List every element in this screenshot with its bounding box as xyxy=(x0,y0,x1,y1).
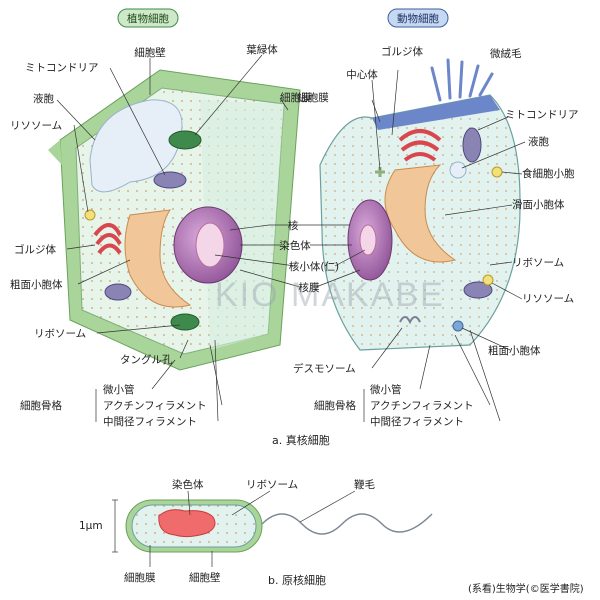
plant-cell: 植物細胞 xyxy=(48,8,301,371)
label-microvilli: 微絨毛 xyxy=(490,47,522,60)
label-prokaryote-wall: 細胞壁 xyxy=(189,571,221,584)
desmosome xyxy=(399,316,421,325)
animal-labels: ゴルジ体 微絨毛 中心体 細胞膜 ミトコンドリア 液胞 食細胞小胞 滑面小胞体 … xyxy=(293,45,579,375)
label-prokaryote-chromosome: 染色体 xyxy=(172,478,204,491)
animal-cytoskeleton: 細胞骨格 微小管 アクチンフィラメント 中間径フィラメント xyxy=(314,329,501,428)
animal-mitochondria-1 xyxy=(462,127,482,163)
plant-cell-badge-label: 植物細胞 xyxy=(127,12,169,25)
animal-mitochondria-2 xyxy=(463,281,493,299)
prokaryotic-cell xyxy=(112,490,433,567)
animal-cell-badge-label: 動物細胞 xyxy=(397,12,439,25)
caption-a: a. 真核細胞 xyxy=(272,433,330,447)
animal-top-membrane xyxy=(372,95,500,130)
plant-nucleolus xyxy=(195,222,225,268)
label-animal-cytoskeleton: 細胞骨格 xyxy=(314,399,356,412)
phagosome xyxy=(491,166,503,178)
label-animal-lysosome: リソソーム xyxy=(522,293,574,305)
label-animal-cell-membrane: 細胞膜 xyxy=(297,91,329,104)
plant-rough-er xyxy=(124,209,192,308)
label-animal-ribosome: リボソーム xyxy=(512,257,564,269)
prokaryote-chromosome xyxy=(158,509,216,538)
animal-vesicle xyxy=(452,320,464,332)
label-chromatin: 染色体 xyxy=(279,239,311,252)
label-plant-lysosome: リソソーム xyxy=(10,120,62,132)
label-cell-membrane: 細胞膜 xyxy=(280,91,312,104)
label-nucleolus: 核小体(仁) xyxy=(289,260,339,273)
label-nuclear-membrane: 核膜 xyxy=(299,281,320,294)
label-plant-actin: アクチンフィラメント xyxy=(103,400,207,412)
plant-labels: 細胞壁 葉緑体 ミトコンドリア 液胞 リソソーム 細胞膜 ゴルジ体 粗面小胞体 … xyxy=(10,43,312,366)
label-flagellum: 鞭毛 xyxy=(354,478,375,491)
label-smooth-er: 滑面小胞体 xyxy=(512,199,565,211)
label-plant-rough-er: 粗面小胞体 xyxy=(10,279,63,291)
label-prokaryote-membrane: 細胞膜 xyxy=(124,571,156,584)
label-plant-cytoskeleton: 細胞骨格 xyxy=(20,399,62,412)
plant-lysosome xyxy=(84,209,96,221)
label-plant-vacuole: 液胞 xyxy=(33,92,54,105)
watermark: KIO MAKABE xyxy=(215,276,445,314)
label-prokaryote-ribosome: リボソーム xyxy=(246,479,298,491)
label-animal-actin: アクチンフィラメント xyxy=(370,400,474,412)
leader-lines xyxy=(56,54,526,369)
animal-nucleolus xyxy=(359,224,377,256)
label-animal-intermediate: 中間径フィラメント xyxy=(370,415,464,428)
label-animal-golgi: ゴルジ体 xyxy=(381,45,423,58)
plant-mitochondria-2 xyxy=(104,283,132,301)
animal-cell-badge xyxy=(387,8,449,28)
label-animal-mitochondria: ミトコンドリア xyxy=(505,109,579,121)
label-animal-microtubule: 微小管 xyxy=(370,383,402,396)
label-centrosome: 中心体 xyxy=(346,68,378,81)
label-animal-vacuole: 液胞 xyxy=(528,135,549,148)
center-labels: 核 染色体 核小体(仁) 核膜 xyxy=(279,219,339,294)
microvilli xyxy=(430,58,494,102)
label-desmosome: デスモソーム xyxy=(293,362,356,375)
animal-er xyxy=(384,164,457,263)
animal-lysosome xyxy=(482,274,494,286)
label-nucleus: 核 xyxy=(288,219,299,232)
caption-b: b. 原核細胞 xyxy=(268,573,326,587)
animal-cell: 動物細胞 xyxy=(319,8,521,351)
flagellum xyxy=(261,513,433,535)
plant-mitochondria-1 xyxy=(153,171,187,189)
animal-golgi xyxy=(398,129,442,162)
label-plasmodesma: タングル孔 xyxy=(120,353,173,366)
plant-cytoskeleton: 細胞骨格 微小管 アクチンフィラメント 中間径フィラメント xyxy=(20,339,223,428)
scale-label: 1μm xyxy=(79,520,103,532)
label-plant-intermediate: 中間径フィラメント xyxy=(103,415,197,428)
label-animal-rough-er: 粗面小胞体 xyxy=(488,345,541,357)
chloroplast-1 xyxy=(168,130,202,150)
plant-golgi xyxy=(93,223,122,255)
plant-cell-badge xyxy=(117,8,179,28)
label-plant-mitochondria: ミトコンドリア xyxy=(25,62,99,74)
label-chloroplast: 葉緑体 xyxy=(246,43,278,56)
label-plant-ribosome: リボソーム xyxy=(34,328,86,340)
chloroplast-2 xyxy=(170,313,200,331)
animal-vacuole xyxy=(449,161,467,179)
label-plant-cell-wall: 細胞壁 xyxy=(134,46,166,59)
label-plant-microtubule: 微小管 xyxy=(103,383,135,396)
label-plant-golgi: ゴルジ体 xyxy=(14,243,56,256)
credit: (系看)生物学(©医学書院) xyxy=(468,582,584,595)
label-phagosome: 食細胞小胞 xyxy=(522,167,575,180)
